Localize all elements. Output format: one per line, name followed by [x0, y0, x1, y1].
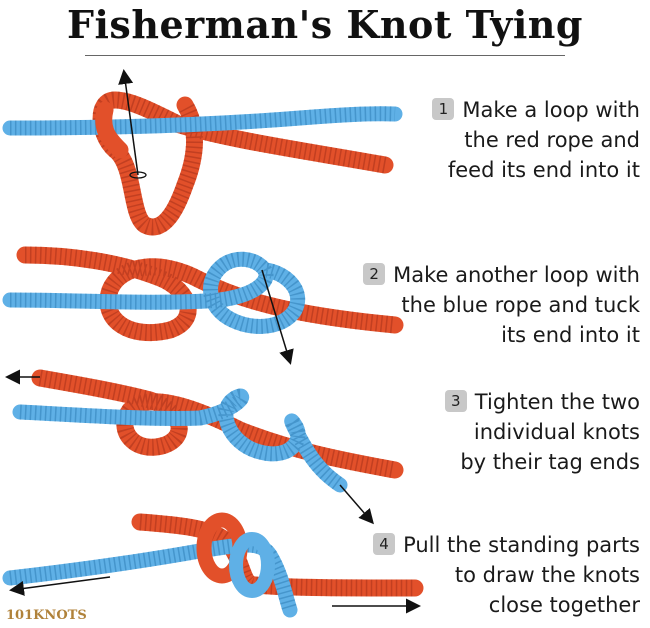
step-1-line-1: Make a loop with	[462, 98, 640, 122]
step-3-number-badge: 3	[444, 390, 467, 412]
step-2-arrow	[261, 269, 294, 365]
step-2-illustration	[2, 246, 404, 365]
step-3-text: 3 Tighten the two individual knots by the…	[444, 387, 640, 477]
step-4-text: 4 Pull the standing parts to draw the kno…	[373, 530, 640, 620]
title-divider	[85, 55, 565, 56]
step-2-line-2: the blue rope and tuck	[401, 293, 640, 317]
step-2-line-1: Make another loop with	[393, 263, 640, 287]
step-1-line-2: the red rope and	[464, 128, 640, 152]
step-1-illustration	[2, 69, 403, 236]
step-1-number-badge: 1	[432, 98, 455, 120]
step-4-line-1: Pull the standing parts	[403, 533, 640, 557]
step-1-line-3: feed its end into it	[447, 158, 640, 182]
step-1-arrow	[118, 69, 139, 176]
step-1-text: 1 Make a loop with the red rope and feed …	[432, 95, 640, 185]
step-3-line-1: Tighten the two	[474, 390, 640, 414]
step-1-blue-rope	[2, 106, 403, 136]
step-2-text: 2 Make another loop with the blue rope an…	[363, 260, 640, 350]
step-2-number-badge: 2	[363, 263, 386, 285]
step-2-line-3: its end into it	[501, 323, 640, 347]
step-3-line-3: by their tag ends	[460, 450, 640, 474]
step-4-line-3: close together	[488, 593, 640, 617]
brand-logo: 101KNOTS	[6, 608, 87, 623]
step-3-line-2: individual knots	[473, 420, 640, 444]
step-3-arrow-right	[339, 484, 374, 525]
step-4-illustration	[2, 512, 424, 618]
step-2-blue-rope	[2, 251, 306, 334]
page-title: Fisherman's Knot Tying	[67, 2, 583, 47]
step-4-line-2: to draw the knots	[454, 563, 640, 587]
step-3-illustration	[4, 369, 404, 525]
step-4-number-badge: 4	[373, 533, 396, 555]
step-4-blue-rope	[2, 537, 298, 618]
step-4-arrow-left	[9, 576, 111, 596]
